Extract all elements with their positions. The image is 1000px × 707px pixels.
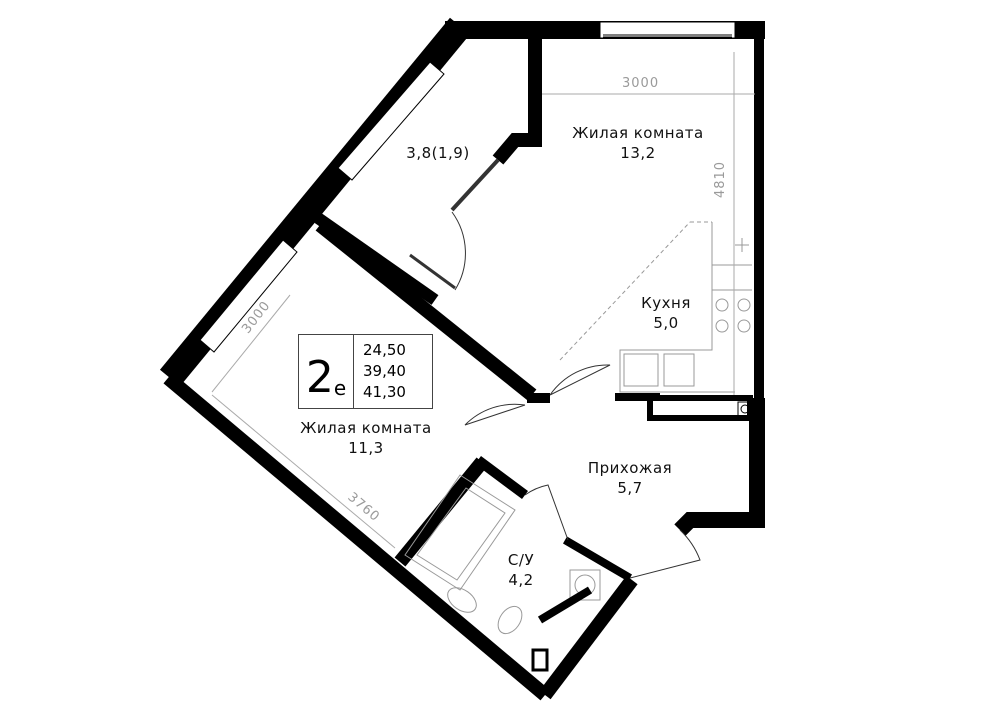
area-total-with-balcony: 41,30 [363,383,406,401]
room-name: Прихожая [587,459,673,477]
unit-type-number: 2 [305,352,334,403]
window-balcony [337,61,445,181]
room-name: Жилая комната [300,419,432,437]
windows [199,21,736,353]
room-area: 13,2 [620,144,656,162]
room-name: С/У [507,551,535,569]
door-bedroom-swing [464,403,526,426]
room-living-2: Жилая комната 11,3 [300,418,431,458]
room-kitchen: Кухня 5,0 [641,293,691,333]
door-entry-swing [629,529,701,579]
room-hallway: Прихожая 5,7 [588,458,672,498]
bathtub [404,474,516,591]
toilet [497,605,523,635]
room-area: 11,3 [348,439,384,457]
room-balcony: 3,8(1,9) [406,143,469,163]
wall-bedroom-divide [315,219,537,401]
area-living: 24,50 [363,341,406,359]
dimension-lines [211,52,755,549]
wall-bottom-left [163,372,550,701]
window-top [599,21,736,39]
wall-right-lower [674,398,765,536]
wall-bath-left [394,457,488,567]
room-name: Кухня [641,294,691,312]
unit-areas: 24,50 39,40 41,30 [354,335,432,408]
room-name: Жилая комната [572,124,704,142]
room-living-1: Жилая комната 13,2 [572,123,703,163]
wall-bath-right [562,536,633,582]
door-living-swing [549,364,611,396]
unit-type-suffix: е [333,376,347,400]
kitchen-fixtures [559,221,753,421]
room-name: 3,8(1,9) [406,144,470,162]
sink [447,587,477,613]
room-area: 5,0 [653,314,679,332]
room-area: 4,2 [508,571,534,589]
area-total: 39,40 [363,362,406,380]
doors [409,158,701,579]
wall-bath-top [475,455,528,500]
window-bedroom [199,239,298,353]
wall-balcony-right [492,35,542,165]
dim-living1-width: 3000 [622,76,660,91]
room-area: 5,7 [617,479,643,497]
room-bathroom: С/У 4,2 [508,550,534,590]
door-bath-swing [524,484,569,541]
door-balcony-swing [451,211,466,291]
wall-bottom-right [539,575,638,700]
bath-fixtures [404,474,601,672]
dim-living1-depth: 4810 [713,160,729,199]
